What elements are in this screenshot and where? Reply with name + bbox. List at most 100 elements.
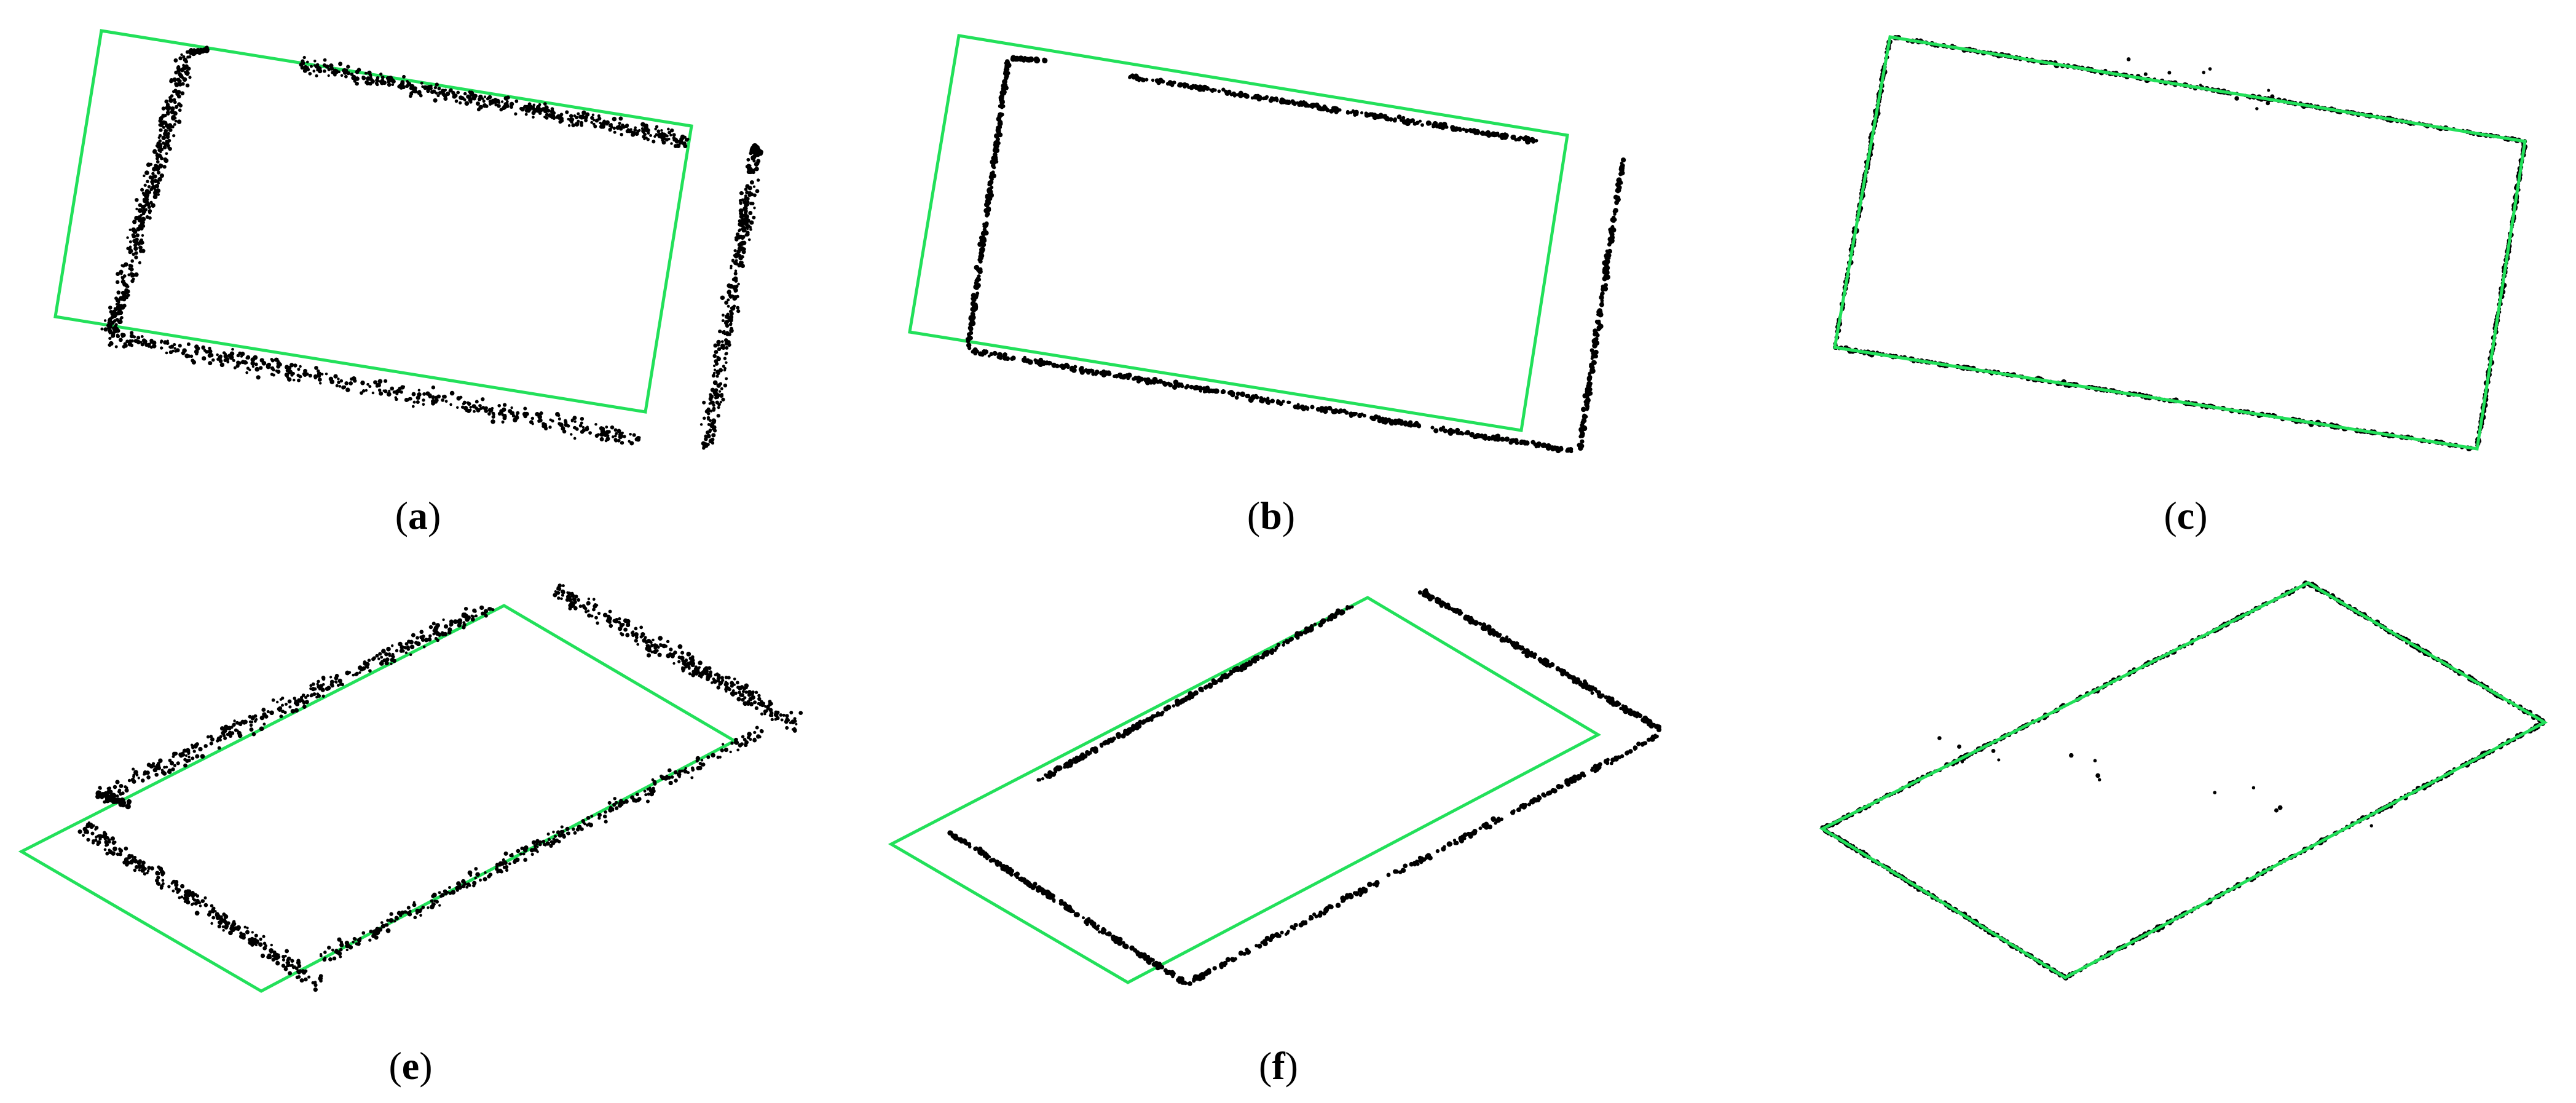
panel-a-point: [405, 84, 409, 89]
panel-e-point: [754, 690, 758, 694]
panel-b-point: [1589, 367, 1595, 373]
panel-b-point: [1162, 381, 1167, 385]
panel-b-point: [1288, 400, 1291, 405]
panel-e-point: [458, 620, 462, 623]
panel-b-point: [966, 337, 969, 341]
panel-a-point: [411, 90, 414, 93]
panel-a-point: [566, 424, 570, 428]
panel-e-point: [634, 627, 638, 631]
panel-e-point: [237, 928, 240, 931]
panel-e-point: [271, 698, 275, 702]
panel-a-point: [426, 89, 430, 93]
panel-a-point: [165, 152, 168, 156]
panel-a-point: [590, 116, 594, 120]
panel-e-point: [228, 930, 233, 936]
panel-e-point: [210, 904, 214, 907]
panel-a-point: [487, 412, 491, 416]
panel-a-point: [747, 238, 751, 242]
panel-b-point: [1401, 119, 1408, 125]
panel-e-point: [124, 785, 127, 789]
panel-e-point: [669, 647, 673, 652]
panel-b-point: [1338, 408, 1344, 414]
panel-e-point: [192, 749, 196, 753]
panel-b-point: [967, 346, 972, 350]
panel-a-point: [191, 360, 197, 365]
panel-b-point: [990, 159, 995, 165]
panel-a-point: [625, 123, 629, 127]
panel-b-point: [1464, 128, 1468, 133]
panel-a-point: [159, 128, 163, 132]
panel-a-point: [141, 248, 146, 253]
panel-a-point: [567, 124, 571, 127]
panel-a-point: [546, 108, 551, 113]
panel-e-point: [642, 638, 647, 643]
panel-a-point: [124, 283, 129, 288]
panel-b-point: [1594, 337, 1599, 341]
panel-e-point: [157, 882, 161, 886]
panel-e-point: [238, 934, 244, 939]
panel-b-point: [1600, 301, 1604, 304]
panel-b-point: [1234, 395, 1239, 400]
panel-e-point: [570, 591, 574, 596]
panel-b-point: [1584, 400, 1588, 403]
panel-a-point: [365, 81, 370, 85]
panel-a-point: [616, 438, 621, 443]
panel-a-point: [232, 358, 235, 362]
panel-a-point: [231, 347, 234, 351]
panel-e-point: [586, 602, 589, 606]
panel-a-point: [165, 135, 170, 140]
panel-e-point: [219, 735, 223, 738]
panel-e-point: [222, 929, 225, 932]
panel-a-point: [739, 214, 743, 217]
panel-b-point: [1166, 381, 1171, 386]
panel-e-point: [666, 653, 671, 658]
panel-a-point: [334, 69, 339, 74]
panel-a-point: [364, 71, 368, 75]
panel-a-point: [578, 114, 583, 119]
panel-e-point: [160, 871, 165, 876]
panel-a-point: [594, 422, 597, 426]
panel-e-point: [566, 591, 569, 595]
panel-a-point: [394, 396, 398, 399]
panel-a-point: [159, 122, 164, 127]
panel-e-point: [390, 662, 393, 665]
panel-a-point: [623, 435, 626, 438]
panel-e-point: [385, 657, 390, 662]
panel-e-point: [409, 644, 415, 649]
panel-a-point: [739, 191, 744, 196]
panel-a-point: [463, 406, 468, 411]
panel-e-point: [639, 635, 643, 639]
panel-a-point: [205, 350, 209, 354]
panel-e-point: [592, 598, 596, 601]
panel-a-point: [649, 133, 653, 137]
panel-e-point: [378, 652, 382, 656]
panel-a-point: [531, 111, 536, 116]
panel-e-point-cloud: [77, 583, 803, 992]
panel-e-point: [362, 668, 365, 671]
panel-a-point: [716, 383, 721, 388]
panel-a-point: [207, 353, 212, 358]
panel-b-point: [1484, 436, 1489, 440]
panel-e-point: [156, 876, 160, 880]
panel-e-point: [789, 711, 794, 714]
panel-b-point: [1021, 357, 1027, 363]
panel-a-point: [327, 74, 330, 77]
panel-a-point: [738, 243, 741, 247]
panel-a-point: [169, 106, 173, 110]
panel-e-point: [475, 872, 480, 877]
panel-a-point: [123, 342, 127, 346]
panel-e-point: [690, 663, 695, 668]
panel-a-point: [157, 170, 161, 175]
panel-e-point: [763, 713, 766, 716]
panel-e-point: [112, 846, 117, 852]
panel-a-point: [378, 388, 382, 392]
panel-b-point: [1199, 389, 1202, 393]
panel-e-point: [95, 826, 99, 830]
panel-a-point: [156, 141, 161, 146]
panel-a-point: [235, 363, 240, 368]
panel-e-point: [650, 650, 653, 654]
panel-b-point: [1130, 73, 1135, 77]
panel-a-point: [130, 331, 134, 335]
panel-a-point: [187, 354, 191, 358]
panel-a-point: [138, 245, 143, 250]
